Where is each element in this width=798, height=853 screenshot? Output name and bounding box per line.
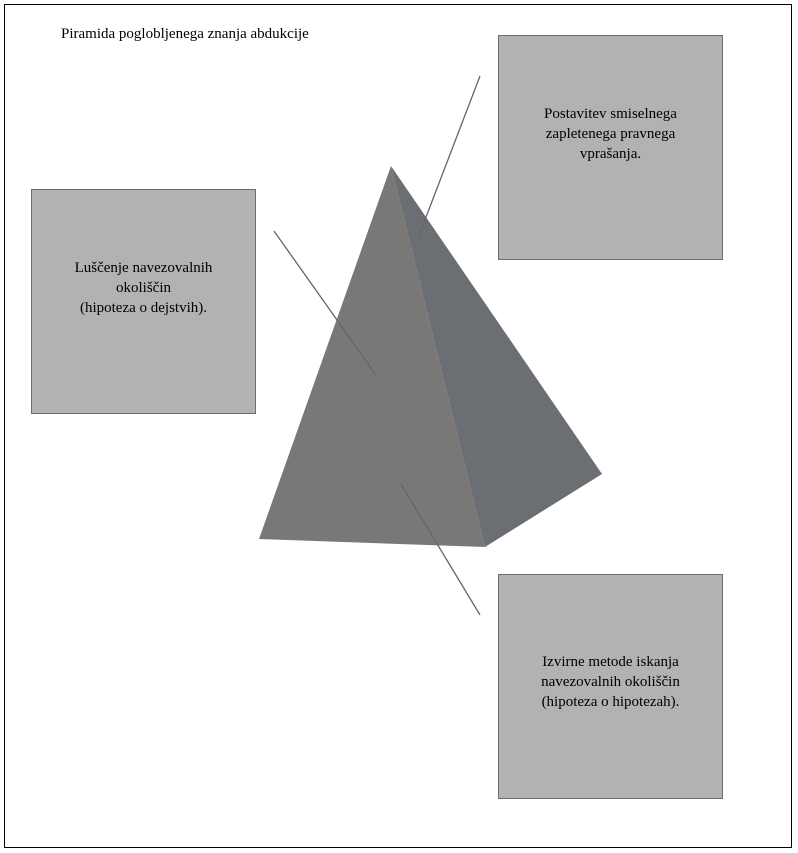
pyramid-side-face: [391, 166, 602, 547]
leader-line-left: [273, 230, 377, 376]
pyramid-front-face: [259, 166, 485, 547]
leader-line-top: [417, 75, 481, 239]
box-top-text: Postavitev smiselnega zapletenega pravne…: [544, 106, 677, 162]
box-left-text: Luščenje navezovalnih okoliščin (hipotez…: [74, 260, 213, 316]
box-bottom-text: Izvirne metode iskanja navezovalnih okol…: [541, 654, 680, 710]
diagram-title: Piramida poglobljenega znanja abdukcije: [61, 26, 309, 42]
box-top-legal-question: Postavitev smiselnega zapletenega pravne…: [498, 35, 723, 260]
box-left-facts-hypothesis: Luščenje navezovalnih okoliščin (hipotez…: [31, 189, 256, 414]
diagram-frame: [4, 4, 792, 848]
box-bottom-hypotheses-methods: Izvirne metode iskanja navezovalnih okol…: [498, 574, 723, 799]
leader-line-bottom: [400, 483, 481, 616]
